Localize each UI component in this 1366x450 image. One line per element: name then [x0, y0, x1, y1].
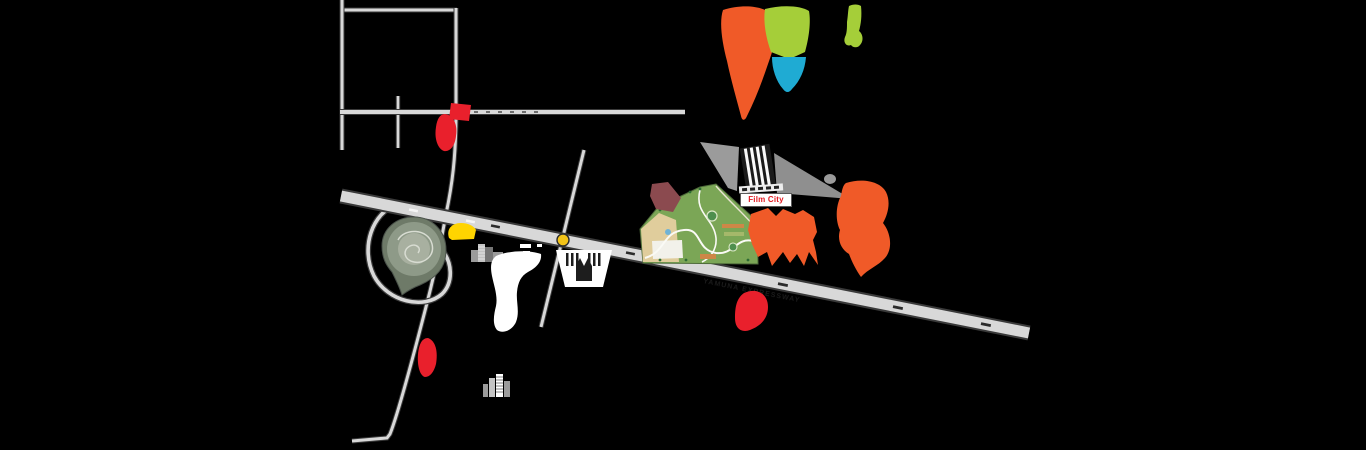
red-pin-southeast — [735, 290, 768, 331]
maroon-pin — [650, 182, 681, 212]
yellow-pin-west — [448, 223, 476, 240]
orange-pin-cluster-central — [748, 208, 818, 266]
interchange-loop-ramp — [365, 201, 454, 306]
orange-pin-east — [836, 180, 891, 277]
circuit-photo-pin — [381, 216, 447, 296]
building — [489, 378, 495, 397]
icon-bar — [537, 244, 542, 247]
teal-pin-north — [772, 57, 806, 92]
slate-info-strip — [738, 183, 784, 194]
gray-blob-marker — [824, 174, 836, 184]
building-windows — [496, 376, 503, 393]
film-clapperboard-icon — [700, 142, 851, 199]
strip-tick — [765, 186, 772, 190]
expressway-surface — [339, 190, 1031, 339]
plan-roundabout — [706, 210, 718, 222]
dark-dash — [777, 282, 789, 287]
building — [485, 247, 493, 262]
buildings-cluster-south — [483, 374, 510, 397]
white-landmark-pin — [491, 251, 542, 332]
building — [471, 250, 478, 262]
expressway-direction-dashes — [408, 208, 992, 327]
plan-pond — [665, 229, 671, 235]
clapper-shadow-right — [774, 153, 851, 199]
dark-dash — [980, 322, 992, 327]
plan-roundabout — [728, 242, 738, 252]
film-city-label: Film City — [740, 193, 792, 207]
dark-dash — [625, 251, 636, 256]
ramp-surface — [366, 202, 453, 304]
yamuna-expressway-road — [339, 188, 1031, 341]
red-pin-southwest — [417, 338, 437, 377]
slate-stripe — [749, 147, 760, 190]
yellow-junction-dot — [556, 233, 570, 247]
building — [483, 384, 488, 397]
dark-dash — [892, 305, 904, 310]
green-pin-north — [764, 6, 810, 63]
slate-stripe — [755, 146, 766, 189]
clapper-shadow-left — [700, 142, 739, 191]
building — [496, 374, 503, 397]
clapper-slate — [739, 143, 777, 192]
racetrack-swirl — [397, 230, 434, 264]
plan-plot-strip — [700, 254, 716, 259]
strip-tick — [773, 185, 780, 190]
orange-pin-north — [721, 6, 777, 120]
dark-dash — [490, 224, 501, 229]
red-pin-northwest — [435, 114, 457, 152]
plan-white-block — [652, 240, 683, 259]
strip-tick — [749, 187, 756, 191]
toll-plaza-icon — [556, 250, 612, 287]
white-dash — [465, 219, 476, 224]
slate-stripe — [743, 148, 754, 191]
plan-plot-strip — [722, 224, 744, 228]
white-dash — [408, 208, 419, 213]
building — [504, 381, 510, 397]
icon-bar — [520, 244, 531, 248]
strip-tick — [741, 187, 748, 192]
building-windows — [478, 246, 485, 260]
plan-plot-strip — [724, 232, 744, 236]
toll-pillars — [566, 253, 601, 281]
small-green-pin-northeast — [844, 4, 863, 48]
red-junction-marker — [449, 103, 471, 121]
strip-tick — [757, 186, 764, 191]
slate-stripe — [761, 145, 772, 188]
